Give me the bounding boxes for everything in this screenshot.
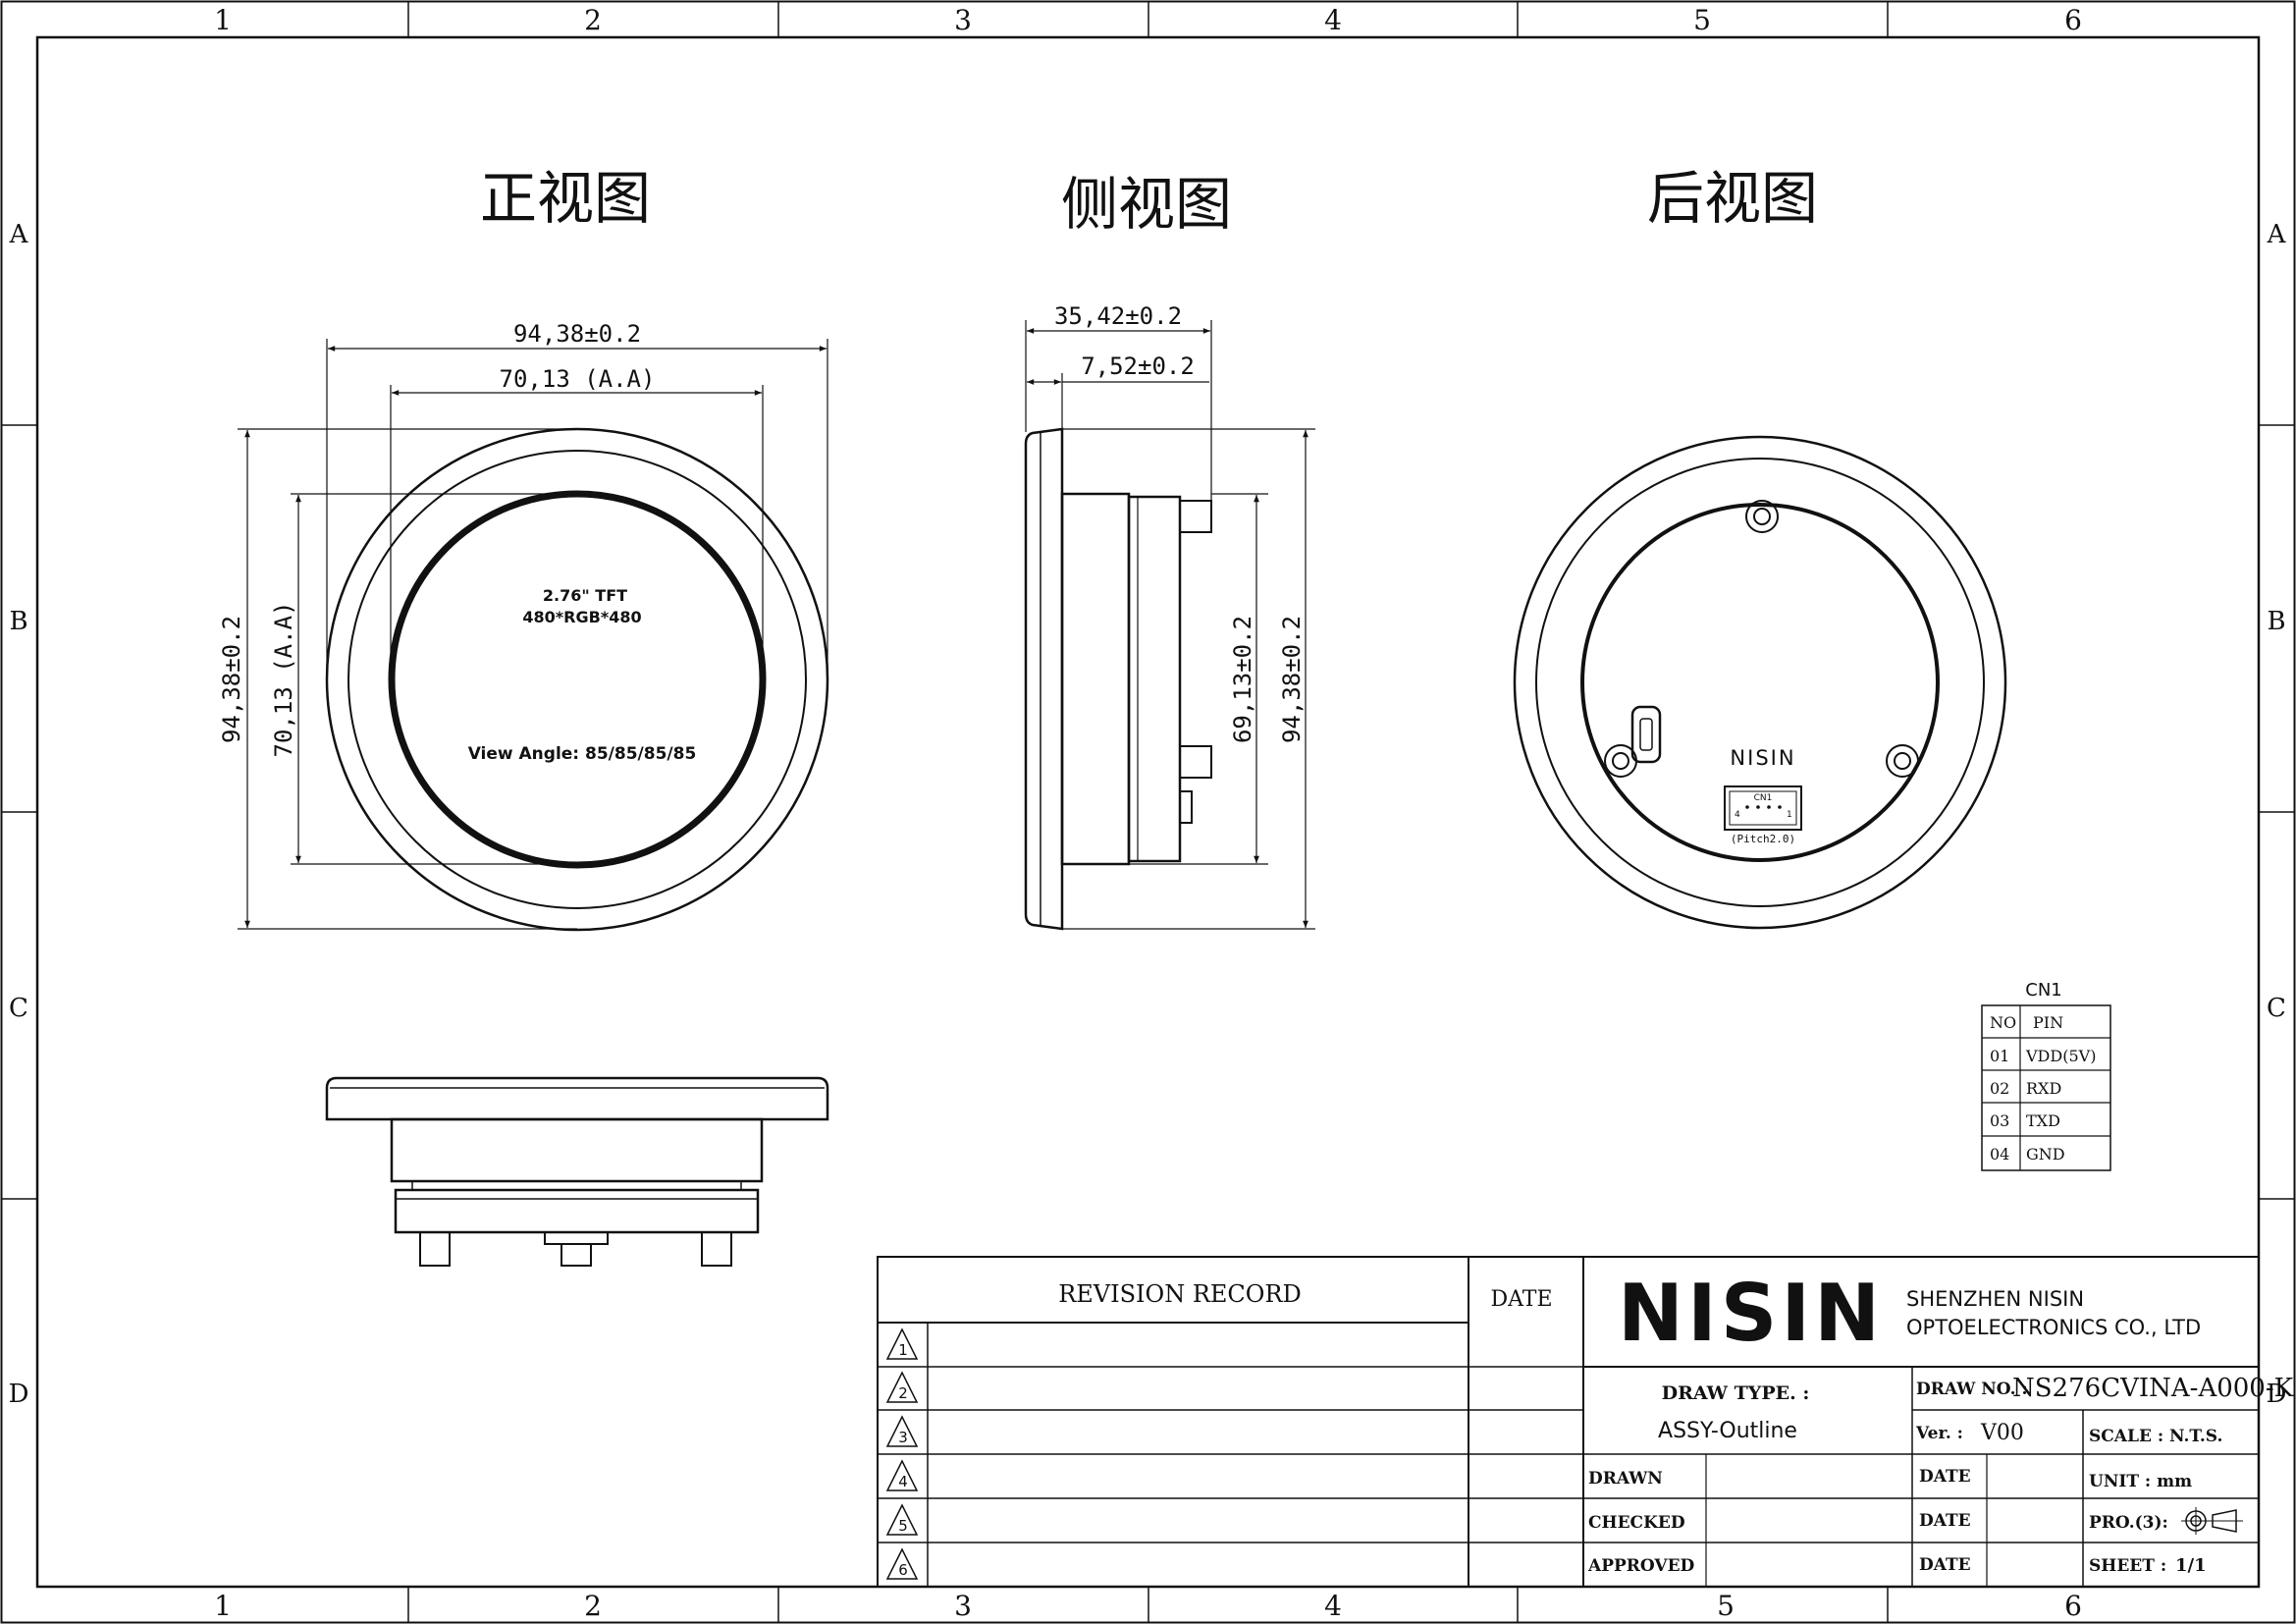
col-label-6: 6 (2064, 4, 2082, 36)
front-view-title: 正视图 (480, 165, 651, 232)
col-label-4-bottom: 4 (1324, 1590, 1342, 1622)
third-angle-projection-icon (2181, 1507, 2243, 1535)
revision-marker-5: 5 (885, 1503, 919, 1536)
front-view: 94,38±0.2 70,13 (A.A) 94,38±0.2 70,13 (A… (218, 320, 829, 932)
revision-marker-3: 3 (885, 1415, 919, 1447)
panel-size-label: 2.76" TFT (543, 586, 627, 605)
svg-text:5: 5 (898, 1517, 908, 1535)
version-label: Ver. : (1915, 1424, 1963, 1443)
svg-text:2: 2 (898, 1384, 908, 1402)
mounting-hole-top (1745, 500, 1779, 533)
dim-front-outer-height: 94,38±0.2 (218, 616, 245, 743)
col-label-1: 1 (214, 4, 232, 36)
checked-date-label: DATE (1919, 1511, 1971, 1531)
col-label-3: 3 (954, 4, 972, 36)
col-label-5: 5 (1693, 4, 1711, 36)
projection-label: PRO.(3): (2089, 1513, 2168, 1533)
company-name-line1: SHENZHEN NISIN (1906, 1287, 2084, 1311)
unit-label: UNIT : mm (2089, 1472, 2192, 1491)
dim-side-depth: 35,42±0.2 (1054, 302, 1182, 330)
cn1-row-2-pin: RXD (2026, 1079, 2061, 1098)
draw-no-value: NS276CVINA-A000-K (2012, 1374, 2294, 1403)
col-label-1-bottom: 1 (214, 1590, 232, 1622)
rear-brand-label: NISIN (1730, 746, 1795, 770)
checked-label: CHECKED (1588, 1513, 1685, 1533)
connector-pin-left: 4 (1735, 810, 1740, 820)
cn1-row-3-pin: TXD (2026, 1111, 2060, 1130)
rear-view: NISIN CN1 4 1 (Pitch2.0) (1513, 435, 2007, 930)
revision-marker-2: 2 (885, 1371, 919, 1403)
col-label-6-bottom: 6 (2064, 1590, 2082, 1622)
cn1-header-pin: PIN (2033, 1013, 2063, 1032)
row-label-b-right: B (2267, 607, 2285, 636)
col-label-3-bottom: 3 (954, 1590, 972, 1622)
dim-front-aa-width: 70,13 (A.A) (500, 365, 656, 393)
draw-type-label: DRAW TYPE. : (1662, 1382, 1810, 1404)
cn1-row-1-no: 01 (1990, 1047, 2009, 1065)
draw-type-value: ASSY-Outline (1658, 1419, 1797, 1443)
approved-date-label: DATE (1919, 1555, 1971, 1575)
company-name-line2: OPTOELECTRONICS CO., LTD (1906, 1316, 2201, 1339)
dim-front-aa-height: 70,13 (A.A) (270, 602, 297, 758)
rear-view-title: 后视图 (1647, 165, 1818, 232)
row-label-d-right: D (2267, 1380, 2287, 1409)
connector-pin-right: 1 (1787, 810, 1792, 820)
sheet-value: 1/1 (2175, 1555, 2207, 1576)
row-label-b: B (9, 607, 27, 636)
panel-resolution-label: 480*RGB*480 (522, 608, 641, 626)
cn1-table-title: CN1 (2025, 980, 2062, 1001)
cn1-header-no: NO (1990, 1013, 2016, 1032)
drawn-date-label: DATE (1919, 1467, 1971, 1487)
svg-text:1: 1 (898, 1341, 908, 1359)
dim-side-bezel: 7,52±0.2 (1081, 352, 1195, 380)
usb-port (1630, 705, 1662, 764)
version-value: V00 (1980, 1421, 2024, 1445)
cn1-row-1-pin: VDD(5V) (2025, 1047, 2096, 1065)
dim-front-outer-width: 94,38±0.2 (513, 320, 641, 348)
approved-label: APPROVED (1587, 1556, 1695, 1576)
cn1-connector: CN1 4 1 (1724, 785, 1802, 831)
row-label-c-right: C (2267, 994, 2286, 1023)
mounting-hole-right (1886, 744, 1919, 778)
drawn-label: DRAWN (1588, 1469, 1663, 1489)
revision-marker-1: 1 (885, 1327, 919, 1360)
row-label-a: A (9, 220, 29, 249)
side-view: 35,42±0.2 7,52±0.2 69,13±0.2 94,38±0.2 (1024, 302, 1315, 931)
col-label-4: 4 (1324, 4, 1342, 36)
side-view-title: 侧视图 (1061, 171, 1232, 238)
connector-label: CN1 (1754, 793, 1773, 803)
row-label-d: D (9, 1380, 29, 1409)
svg-text:4: 4 (898, 1473, 908, 1490)
scale-label: SCALE : N.T.S. (2089, 1427, 2222, 1446)
company-logo: NISIN (1618, 1268, 1884, 1359)
title-block: REVISION RECORD DATE 1 2 3 4 5 6 NISIN (877, 1256, 2294, 1588)
dim-side-total-height: 94,38±0.2 (1278, 616, 1306, 743)
col-label-2: 2 (584, 4, 602, 36)
cn1-row-4-no: 04 (1990, 1145, 2009, 1164)
row-label-c: C (9, 994, 28, 1023)
connector-pitch-label: (Pitch2.0) (1731, 833, 1795, 845)
row-label-a-right: A (2267, 220, 2287, 249)
bottom-view (325, 1076, 829, 1267)
cn1-pin-table: CN1 NO PIN 01 VDD(5V) 02 RXD 03 TXD 04 G… (1981, 980, 2111, 1171)
view-angle-label: View Angle: 85/85/85/85 (468, 744, 697, 764)
dim-side-body-height: 69,13±0.2 (1229, 616, 1256, 743)
revision-marker-4: 4 (885, 1459, 919, 1491)
col-label-2-bottom: 2 (584, 1590, 602, 1622)
col-label-5-bottom: 5 (1717, 1590, 1735, 1622)
cn1-row-2-no: 02 (1990, 1079, 2009, 1098)
svg-text:6: 6 (898, 1561, 908, 1579)
cn1-row-3-no: 03 (1990, 1111, 2009, 1130)
svg-text:3: 3 (898, 1429, 908, 1446)
revision-date-header: DATE (1490, 1287, 1552, 1312)
sheet-label: SHEET : (2089, 1556, 2166, 1576)
cn1-row-4-pin: GND (2026, 1145, 2065, 1164)
draw-no-label: DRAW NO. : (1916, 1380, 2028, 1399)
revision-record-header: REVISION RECORD (1058, 1280, 1302, 1308)
revision-marker-6: 6 (885, 1547, 919, 1580)
